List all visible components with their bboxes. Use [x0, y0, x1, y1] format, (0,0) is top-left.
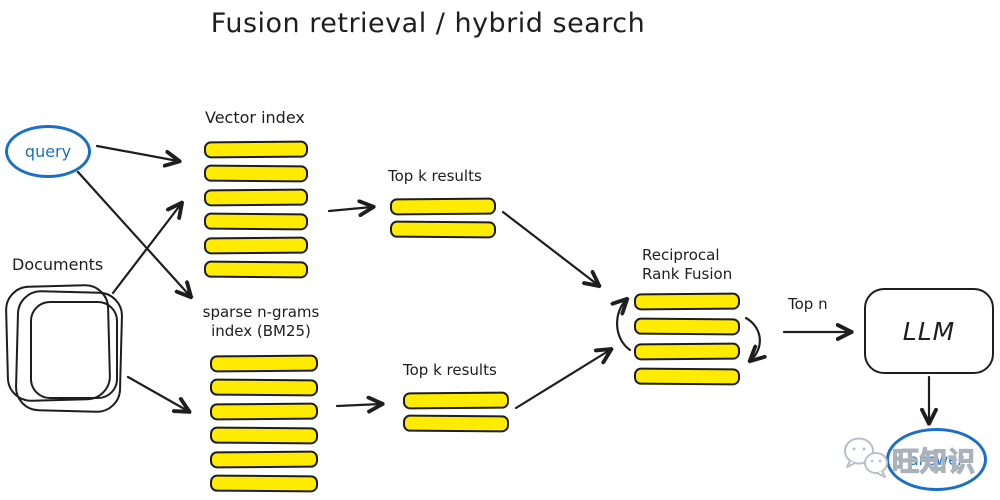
answer-label: answer: [909, 450, 964, 469]
index-row-bar: [402, 391, 510, 410]
rrf-label-line1: Reciprocal: [642, 246, 720, 264]
arrow-topk-lower-to-rrf: [514, 350, 610, 410]
index-row-bar: [389, 220, 497, 239]
index-row-bar: [633, 367, 741, 386]
index-row-bar: [209, 474, 319, 493]
answer-node: answer: [886, 428, 987, 491]
topk-lower-stack: [402, 391, 510, 433]
index-row-bar: [209, 450, 319, 469]
arrow-sparse-index-to-topk: [335, 404, 381, 406]
arrow-topk-upper-to-rrf: [501, 210, 598, 285]
arrow-query-to-sparse-index: [76, 170, 190, 296]
topk-lower-label: Top k results: [403, 361, 497, 379]
arrow-query-to-vector-index: [95, 144, 178, 161]
llm-node: LLM: [864, 288, 994, 374]
index-row-bar: [203, 260, 309, 279]
arrow-vector-index-to-topk: [327, 207, 372, 211]
sparse-index-label: sparse n-grams index (BM25): [196, 303, 326, 341]
watermark-text: 旺知识: [891, 446, 976, 478]
topk-upper-label: Top k results: [388, 167, 482, 185]
index-row-bar: [402, 414, 510, 433]
topn-label: Top n: [788, 295, 828, 313]
arrow-rrf-rerank-left-curl: [617, 300, 632, 352]
index-row-bar: [209, 426, 319, 445]
documents-shape-front: [30, 301, 118, 399]
index-row-bar: [209, 402, 319, 421]
arrow-documents-to-vector-index: [111, 204, 181, 295]
arrow-rrf-rerank-right-curl: [744, 316, 760, 360]
index-row-bar: [203, 236, 309, 255]
index-row-bar: [203, 164, 309, 183]
index-row-bar: [633, 342, 741, 361]
query-label: query: [24, 142, 72, 161]
vector-index-label: Vector index: [205, 108, 305, 127]
sparse-index-stack: [209, 354, 319, 493]
diagram-title: Fusion retrieval / hybrid search: [210, 8, 646, 39]
index-row-bar: [633, 292, 741, 311]
sparse-index-label-line2: index (BM25): [211, 322, 311, 340]
wechat-icon: [844, 437, 888, 478]
index-row-bar: [389, 197, 497, 216]
index-row-bar: [209, 354, 319, 373]
index-row-bar: [203, 140, 309, 159]
index-row-bar: [209, 378, 319, 397]
sparse-index-label-line1: sparse n-grams: [202, 303, 320, 321]
index-row-bar: [633, 317, 741, 336]
documents-label: Documents: [12, 255, 104, 274]
rrf-label: Reciprocal Rank Fusion: [630, 246, 744, 284]
vector-index-stack: [203, 140, 309, 279]
rrf-stack: [633, 292, 741, 386]
arrow-documents-to-sparse-index: [126, 375, 188, 411]
query-node: query: [5, 125, 91, 178]
index-row-bar: [203, 188, 309, 207]
llm-label: LLM: [902, 316, 956, 346]
topk-upper-stack: [389, 197, 497, 239]
rrf-label-line2: Rank Fusion: [642, 265, 733, 283]
index-row-bar: [203, 212, 309, 231]
